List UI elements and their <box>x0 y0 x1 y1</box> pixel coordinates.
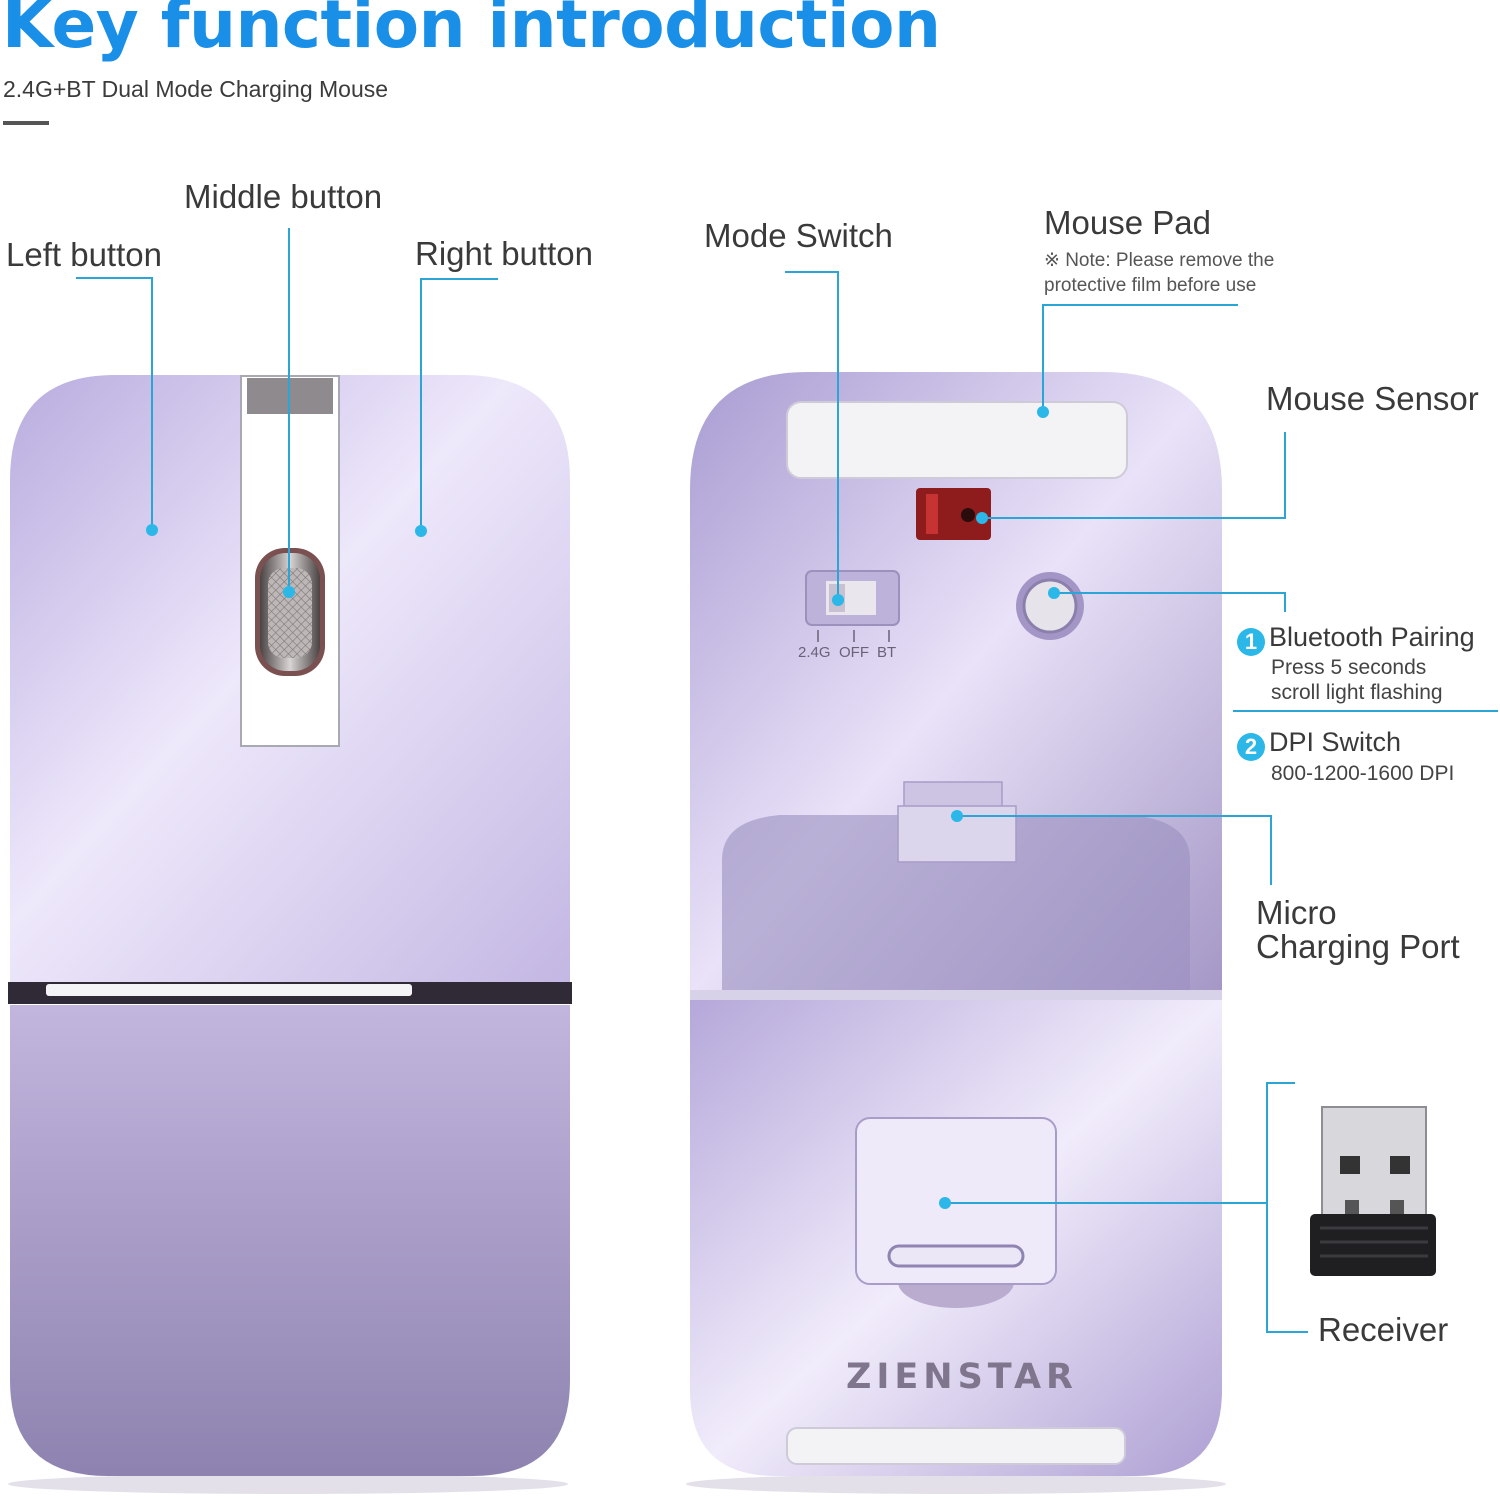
leader-mode-switch <box>785 271 839 600</box>
label-charging-line1: Micro <box>1256 894 1337 931</box>
page-subtitle: 2.4G+BT Dual Mode Charging Mouse <box>3 76 389 102</box>
leader-left-button <box>76 277 153 530</box>
mouse-pad-note-line2: protective film before use <box>1044 275 1257 296</box>
brand-logo: ZIENSTAR <box>846 1357 1078 1397</box>
dot-mouse-pad <box>1037 406 1049 418</box>
bluetooth-desc-line2: scroll light flashing <box>1271 681 1443 704</box>
page-title: Key function introduction <box>2 0 941 63</box>
dot-mode-switch <box>832 594 844 606</box>
dot-middle-button <box>283 586 295 598</box>
dot-right-button <box>415 525 427 537</box>
mouse-pad-note-line1: ※ Note: Please remove the <box>1044 250 1275 271</box>
label-middle-button: Middle button <box>184 178 383 215</box>
leader-dots <box>146 406 1060 1209</box>
label-right-button: Right button <box>415 235 593 272</box>
leader-charging-port <box>957 815 1272 885</box>
label-receiver: Receiver <box>1318 1311 1449 1348</box>
dpi-desc: 800-1200-1600 DPI <box>1271 762 1455 785</box>
label-mouse-sensor: Mouse Sensor <box>1266 380 1479 417</box>
label-charging-line2: Charging Port <box>1256 928 1460 965</box>
receiver-bracket <box>1266 1082 1308 1333</box>
badge-number-1: 1 <box>1237 628 1265 656</box>
label-mode-switch: Mode Switch <box>704 217 893 254</box>
dpi-title: DPI Switch <box>1269 727 1402 757</box>
leader-right-button <box>420 278 498 531</box>
dot-receiver <box>939 1197 951 1209</box>
bluetooth-desc-line1: Press 5 seconds <box>1271 656 1427 679</box>
mouse-bottom-view <box>686 372 1226 1494</box>
label-mouse-pad: Mouse Pad <box>1044 204 1211 241</box>
leader-mouse-sensor <box>982 432 1286 519</box>
bluetooth-title: Bluetooth Pairing <box>1269 622 1475 652</box>
dot-bluetooth <box>1048 587 1060 599</box>
dot-left-button <box>146 524 158 536</box>
leader-bluetooth <box>1054 592 1286 612</box>
leader-mouse-pad <box>1042 304 1238 412</box>
title-underline <box>3 121 49 125</box>
dot-charging-port <box>951 810 963 822</box>
badge-number-2: 2 <box>1237 733 1265 761</box>
switch-label-24g: 2.4G <box>798 644 831 661</box>
switch-label-bt: BT <box>877 644 896 661</box>
usb-receiver-image <box>1310 1106 1436 1276</box>
leader-lines <box>76 228 1498 1333</box>
switch-label-off: OFF <box>839 644 869 661</box>
dot-mouse-sensor <box>976 512 988 524</box>
label-left-button: Left button <box>6 236 162 273</box>
